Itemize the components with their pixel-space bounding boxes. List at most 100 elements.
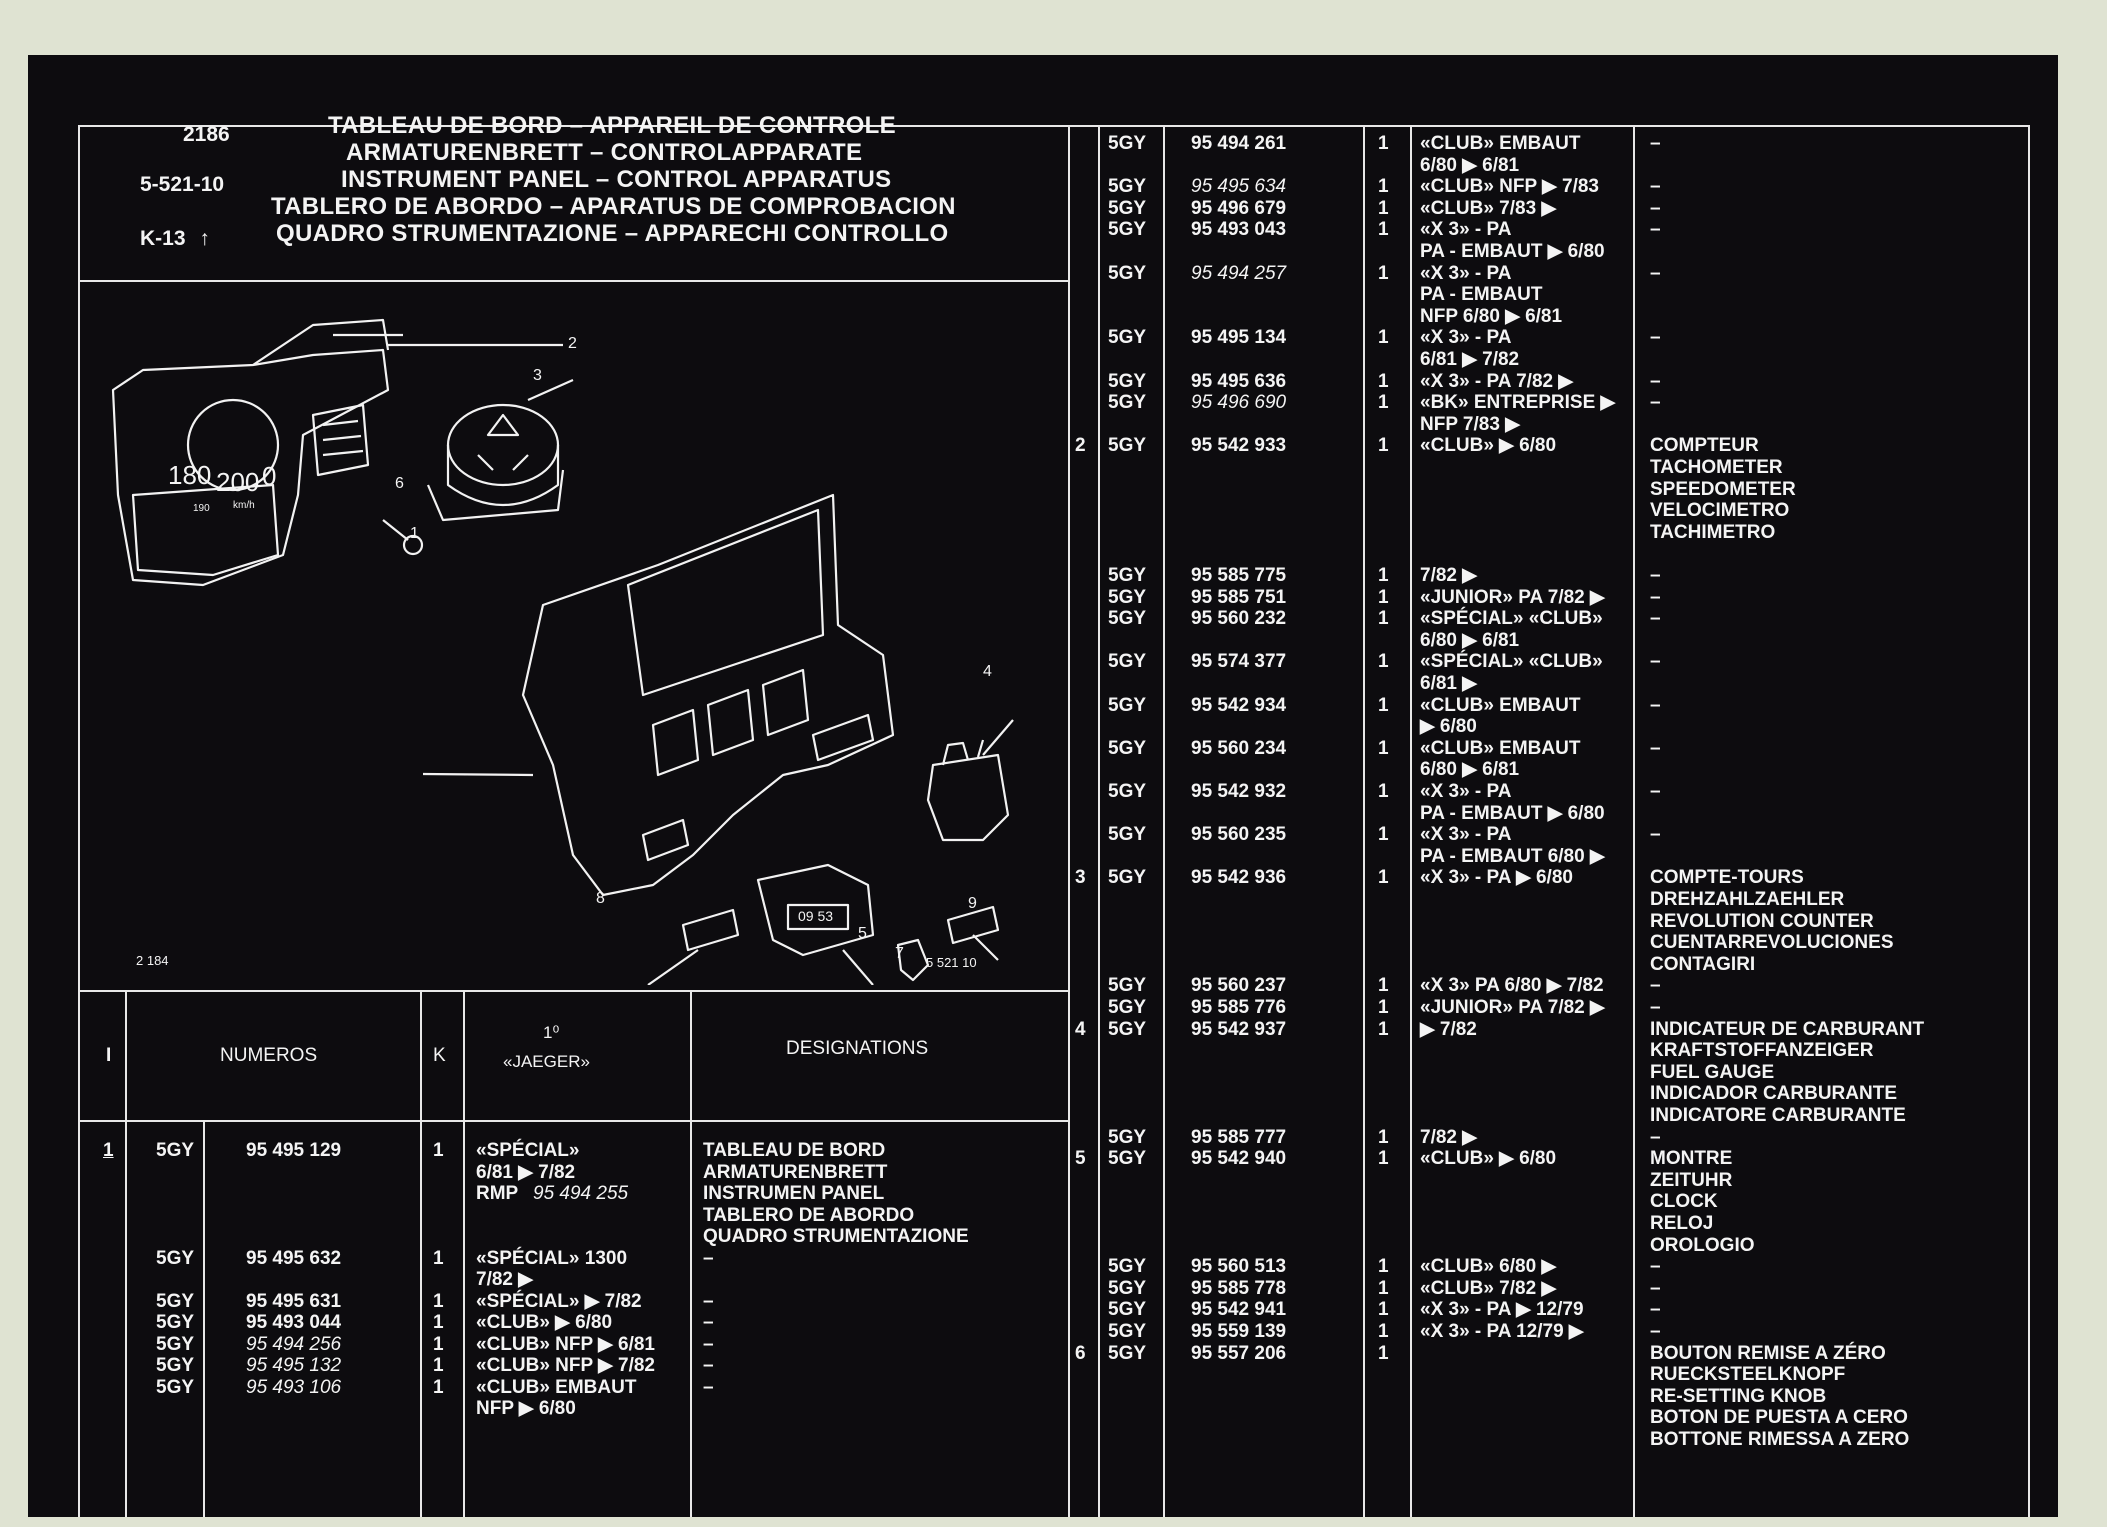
jaeger-spec: «CLUB» ▶ 6/80: [476, 1312, 613, 1333]
jaeger-spec: 6/80 ▶ 6/81: [1420, 154, 1520, 176]
designation: BOTON DE PUESTA A CERO: [1650, 1407, 1908, 1429]
jaeger-spec: ▶ 7/82: [1420, 1018, 1477, 1040]
part-prefix: 5GY: [1108, 392, 1147, 414]
k-code-text: K-13: [140, 227, 186, 250]
designation: –: [1650, 608, 1661, 630]
quantity: 1: [1378, 565, 1389, 586]
right-col-jaeger-rule: [1633, 125, 1635, 1517]
part-prefix: 5GY: [1108, 867, 1147, 889]
jaeger-spec: «X 3» - PA ▶ 6/80: [1420, 867, 1573, 889]
part-number: 95 585 775: [1191, 565, 1287, 586]
designation: TACHOMETER: [1650, 457, 1783, 478]
designation: ARMATURENBRETT: [703, 1161, 888, 1183]
designation: BOUTON REMISE A ZÉRO: [1650, 1342, 1886, 1364]
fuel-gauge-body: [926, 753, 1010, 842]
jaeger-spec: «CLUB» 7/83 ▶: [1420, 197, 1557, 219]
fuel-gauge-terminals: [941, 739, 985, 766]
quantity: 1: [1378, 586, 1389, 608]
jaeger-spec: «CLUB» NFP ▶ 7/82: [476, 1355, 655, 1376]
jaeger-spec: PA - EMBAUT ▶ 6/80: [1420, 802, 1605, 824]
jaeger-spec: «SPÉCIAL» 1300: [476, 1247, 628, 1269]
col-header-k: K: [433, 1045, 446, 1066]
plate-8: [681, 908, 740, 952]
designation: –: [1650, 219, 1661, 241]
quantity: 1: [1378, 197, 1389, 219]
clock-body: [756, 863, 875, 957]
jaeger-spec: «CLUB» NFP ▶ 7/83: [1420, 176, 1599, 198]
quantity: 1: [433, 1376, 444, 1398]
part-number: 95 493 044: [246, 1312, 342, 1333]
part-number: 95 585 778: [1191, 1277, 1287, 1299]
jaeger-spec: 6/81 ▶: [1420, 673, 1477, 694]
quantity: 1: [433, 1312, 444, 1333]
designation: INDICADOR CARBURANTE: [1650, 1083, 1897, 1105]
part-prefix: 5GY: [1108, 608, 1147, 630]
designation: TABLEAU DE BORD: [703, 1140, 886, 1161]
item-index: 4: [1075, 1018, 1086, 1040]
center-divider: [1068, 125, 1070, 1517]
part-number: 95 542 941: [1191, 1299, 1287, 1321]
left-col-jaeger-rule: [690, 990, 692, 1517]
leader-5: [842, 949, 874, 985]
designation: –: [1650, 997, 1661, 1018]
part-number: 95 542 934: [1191, 694, 1287, 716]
part-number: 95 495 631: [246, 1290, 342, 1312]
part-number: 95 542 933: [1191, 435, 1287, 457]
leader-1: [422, 772, 534, 777]
part-number: 95 494 256: [246, 1333, 342, 1355]
item-index: 6: [1075, 1342, 1086, 1364]
jaeger-spec: PA - EMBAUT ▶ 6/80: [1420, 241, 1605, 262]
jaeger-spec: «X 3» - PA: [1420, 219, 1512, 241]
col-header-i: I: [106, 1045, 112, 1066]
leader-8: [647, 949, 699, 985]
jaeger-spec: 7/82 ▶: [1420, 565, 1477, 586]
designation: DREHZAHLZAEHLER: [1650, 889, 1845, 910]
reset-knob-shaft: [382, 519, 409, 541]
quantity: 1: [1378, 176, 1389, 198]
quantity: 1: [433, 1140, 444, 1161]
designation: –: [1650, 1256, 1661, 1278]
quantity: 1: [1378, 1321, 1389, 1342]
part-prefix: 5GY: [1108, 975, 1147, 997]
callout-2: 2: [568, 335, 577, 352]
callout-3: 3: [533, 367, 542, 384]
jaeger-spec: «CLUB» ▶ 6/80: [1420, 435, 1557, 457]
tachometer-body: [446, 403, 560, 487]
designation: INDICATORE CARBURANTE: [1650, 1105, 1906, 1126]
callout-9: 9: [968, 895, 977, 912]
speedometer-bracket: [252, 318, 403, 366]
jaeger-spec: «JUNIOR» PA 7/82 ▶: [1420, 997, 1605, 1018]
part-number: 95 493 043: [1191, 219, 1287, 241]
part-number: 95 494 257: [1191, 262, 1287, 284]
part-number: 95 542 932: [1191, 781, 1287, 802]
quantity: 1: [433, 1333, 444, 1355]
gauge-sub-b: km/h: [233, 500, 255, 511]
designation: SPEEDOMETER: [1650, 478, 1796, 500]
clock-face: [786, 903, 850, 931]
designation: –: [703, 1312, 714, 1333]
part-number: 95 585 777: [1191, 1126, 1287, 1148]
part-number: 95 560 237: [1191, 975, 1287, 997]
speedometer-drum: [186, 398, 280, 492]
part-number: 95 560 234: [1191, 737, 1287, 759]
part-number: 95 494 261: [1191, 133, 1287, 154]
part-prefix: 5GY: [1108, 565, 1147, 586]
jaeger-spec: 6/80 ▶ 6/81: [1420, 629, 1520, 651]
quantity: 1: [1378, 133, 1389, 154]
part-number: 95 493 106: [246, 1376, 342, 1398]
item-index: 2: [1075, 435, 1086, 457]
callout-7: 7: [895, 945, 904, 962]
designation: –: [703, 1376, 714, 1398]
part-prefix: 5GY: [156, 1140, 195, 1161]
jaeger-spec: NFP 7/83 ▶: [1420, 413, 1520, 435]
figure-number-left: 2 184: [136, 953, 169, 968]
part-prefix: 5GY: [156, 1290, 195, 1312]
plate-9: [946, 905, 1000, 945]
part-number: 95 495 129: [246, 1140, 342, 1161]
designation: COMPTEUR: [1650, 435, 1759, 457]
jaeger-spec: «X 3» - PA: [1420, 262, 1512, 284]
jaeger-spec: «SPÉCIAL»: [476, 1140, 580, 1161]
designation: –: [1650, 370, 1661, 392]
tachometer-marks: [477, 413, 529, 471]
title-es: TABLERO DE ABORDO – APARATUS DE COMPROBA…: [271, 193, 956, 220]
